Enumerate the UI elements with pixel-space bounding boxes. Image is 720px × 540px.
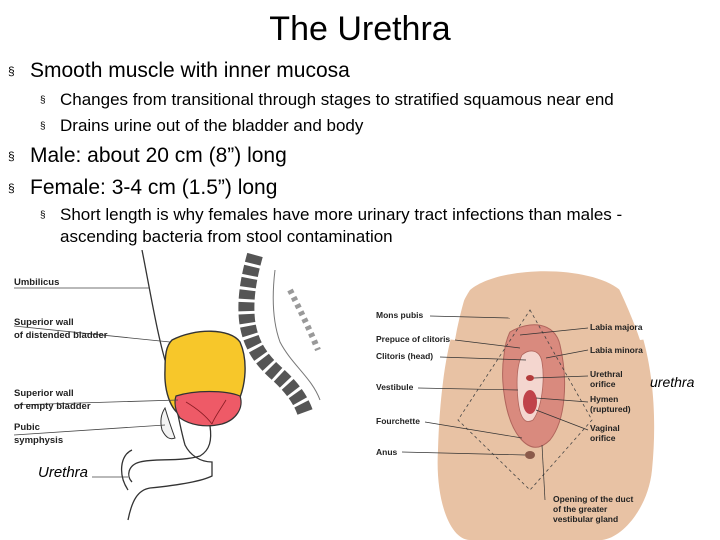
sub-bullet-changes: § Changes from transitional through stage… — [40, 89, 614, 112]
urethra-path — [128, 425, 212, 483]
vulva-figure: Mons pubis Prepuce of clitoris Clitoris … — [370, 250, 720, 540]
sub-bullet-infections-cont: ascending bacteria from stool contaminat… — [60, 227, 393, 246]
label-vaginal-1: Vaginal — [590, 423, 620, 433]
label-prepuce: Prepuce of clitoris — [376, 334, 450, 344]
spine-icon — [238, 252, 321, 415]
bullet-text: Smooth muscle with inner mucosa — [30, 59, 350, 82]
label-umbilicus: Umbilicus — [14, 277, 59, 288]
bullet-marker: § — [40, 209, 46, 221]
label-urethral-1: Urethral — [590, 369, 623, 379]
label-urethra-male: Urethra — [38, 464, 89, 481]
label-hymen-2: (ruptured) — [590, 404, 631, 414]
bullet-marker: § — [8, 64, 15, 79]
label-pubic-2: symphysis — [14, 435, 63, 446]
label-mons-pubis: Mons pubis — [376, 310, 423, 320]
label-pubic-1: Pubic — [14, 422, 40, 433]
label-opening-2: of the greater — [553, 504, 608, 514]
label-opening-1: Opening of the duct — [553, 494, 633, 504]
label-hymen-1: Hymen — [590, 394, 618, 404]
bullet-text: Male: about 20 cm (8”) long — [30, 144, 287, 167]
pubic-symphysis-shape — [160, 406, 176, 440]
label-vaginal-2: orifice — [590, 433, 616, 443]
sub-bullet-infections: § Short length is why females have more u… — [40, 204, 622, 227]
urethral-orifice-shape — [526, 375, 534, 381]
bullet-female-length: § Female: 3-4 cm (1.5”) long — [8, 175, 277, 201]
label-clitoris: Clitoris (head) — [376, 351, 433, 361]
label-superior-wall-distended-2: of distended bladder — [14, 330, 108, 341]
label-labia-minora: Labia minora — [590, 345, 643, 355]
slide-title: The Urethra — [269, 10, 451, 48]
anus-shape — [525, 451, 535, 459]
bullet-text: Female: 3-4 cm (1.5”) long — [30, 176, 278, 199]
bullet-marker: § — [40, 94, 46, 106]
label-vestibule: Vestibule — [376, 382, 414, 392]
bladder-sagittal-figure: Umbilicus Superior wall of distended bla… — [13, 250, 321, 521]
bullet-male-length: § Male: about 20 cm (8”) long — [8, 143, 287, 169]
label-superior-wall-empty-1: Superior wall — [14, 388, 74, 399]
label-superior-wall-empty-2: of empty bladder — [14, 401, 91, 412]
label-superior-wall-distended-1: Superior wall — [14, 317, 74, 328]
bullet-smooth-muscle: § Smooth muscle with inner mucosa — [8, 58, 350, 84]
label-anus: Anus — [376, 447, 398, 457]
bullet-text: Changes from transitional through stages… — [60, 90, 614, 109]
bullet-text: Short length is why females have more ur… — [60, 205, 623, 224]
abdomen-outline — [127, 250, 213, 521]
bullet-marker: § — [40, 120, 46, 132]
empty-bladder-shape — [174, 390, 242, 427]
label-fourchette: Fourchette — [376, 416, 420, 426]
label-urethral-2: orifice — [590, 379, 616, 389]
label-labia-majora: Labia majora — [590, 322, 643, 332]
label-opening-3: vestibular gland — [553, 514, 618, 524]
sub-bullet-drains: § Drains urine out of the bladder and bod… — [40, 115, 363, 138]
label-urethra-female: urethra — [650, 374, 695, 390]
vaginal-orifice-shape — [523, 390, 537, 414]
bullet-marker: § — [8, 181, 15, 196]
bullet-text: Drains urine out of the bladder and body — [60, 116, 364, 135]
bullet-marker: § — [8, 149, 15, 164]
